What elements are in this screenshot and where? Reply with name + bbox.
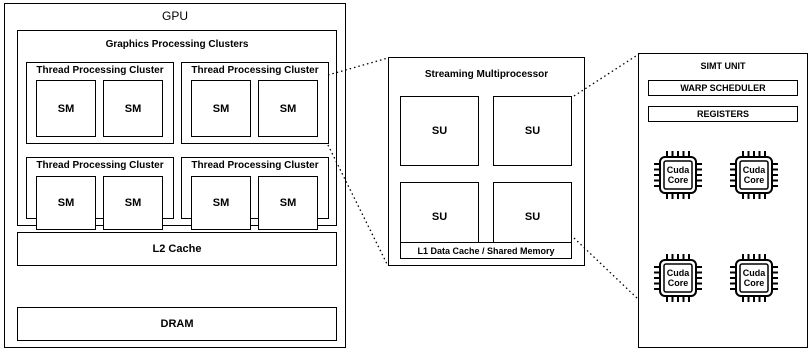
tpc-title: Thread Processing Cluster: [36, 160, 164, 171]
sm-block: SM: [36, 176, 96, 230]
cuda-core: Cuda Core: [653, 150, 703, 200]
chip-icon: [730, 254, 778, 302]
simt-unit-panel: SIMT UNIT WARP SCHEDULER REGISTERS: [638, 53, 808, 348]
sm-block: SM: [191, 80, 251, 137]
cuda-core-label-line1: Cuda: [742, 165, 766, 175]
tpc-title: Thread Processing Cluster: [191, 65, 319, 76]
warp-scheduler: WARP SCHEDULER: [648, 80, 798, 96]
simt-title: SIMT UNIT: [700, 61, 746, 71]
gpc-title: Graphics Processing Clusters: [105, 39, 249, 50]
chip-die: [739, 263, 769, 293]
dram: DRAM: [17, 307, 337, 341]
sm-block: SM: [36, 80, 96, 137]
cuda-core: Cuda Core: [729, 150, 779, 200]
cuda-core-label-line2: Core: [743, 175, 765, 185]
cuda-core-label-line2: Core: [743, 278, 765, 288]
su-block: SU: [493, 96, 572, 166]
sm-block: SM: [103, 80, 163, 137]
l2-cache: L2 Cache: [17, 232, 337, 266]
sm-block: SM: [191, 176, 251, 230]
streaming-multiprocessor-panel: Streaming Multiprocessor SU SU SU SU L1 …: [388, 57, 585, 266]
chip-icon: [654, 151, 702, 199]
cuda-core-label-line1: Cuda: [666, 165, 690, 175]
chip-die: [739, 160, 769, 190]
thread-processing-cluster: Thread Processing Cluster SM SM: [26, 62, 174, 144]
cuda-core: Cuda Core: [729, 253, 779, 303]
cuda-core-label-line1: Cuda: [666, 268, 690, 278]
chip-die: [663, 160, 693, 190]
chip-die: [663, 263, 693, 293]
chip-icon: [654, 254, 702, 302]
registers: REGISTERS: [648, 106, 798, 122]
sm-block: SM: [258, 80, 318, 137]
sm-block: SM: [103, 176, 163, 230]
l1-data-cache: L1 Data Cache / Shared Memory: [400, 242, 572, 259]
sm-panel-title: Streaming Multiprocessor: [424, 69, 549, 80]
su-block: SU: [493, 182, 572, 252]
tpc-title: Thread Processing Cluster: [36, 65, 164, 76]
thread-processing-cluster: Thread Processing Cluster SM SM: [181, 62, 329, 144]
cuda-core-label-line2: Core: [667, 175, 689, 185]
su-block: SU: [400, 182, 479, 252]
chip-icon: [730, 151, 778, 199]
cuda-core-label-line2: Core: [667, 278, 689, 288]
cuda-core: Cuda Core: [653, 253, 703, 303]
cuda-core-label-line1: Cuda: [742, 268, 766, 278]
thread-processing-cluster: Thread Processing Cluster SM SM: [26, 157, 174, 230]
su-block: SU: [400, 96, 479, 166]
thread-processing-cluster: Thread Processing Cluster SM SM: [181, 157, 329, 230]
gpu-title: GPU: [161, 9, 188, 23]
tpc-title: Thread Processing Cluster: [191, 160, 319, 171]
sm-block: SM: [258, 176, 318, 230]
